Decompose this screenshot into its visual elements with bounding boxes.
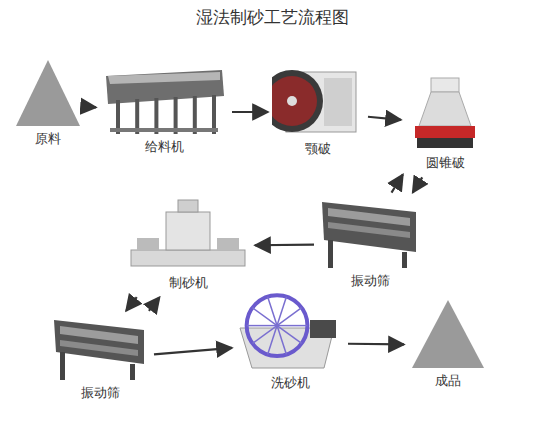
machine-illustration [12,58,84,128]
flow-arrow [126,297,137,311]
node-label: 原料 [35,130,61,148]
machine-node: 洗砂机 [236,292,344,394]
vibrating-screen-drawing [54,320,144,380]
vibrating-screen-drawing [322,202,416,268]
machine-node: 振动筛 [318,196,422,292]
sand-washer-drawing [240,295,336,368]
flow-arrow [368,117,401,120]
machine-node: 颚破 [272,64,364,160]
node-label: 颚破 [305,140,331,158]
sand-maker-drawing [131,200,245,266]
material-pile: 原料 [12,58,84,150]
diagram-title: 湿法制砂工艺流程图 [0,6,544,29]
flow-arrow [413,177,423,192]
pile-triangle [412,300,484,368]
machine-node: 圆锥破 [405,74,485,174]
flow-arrow [392,174,403,192]
pile-triangle [16,60,80,126]
flow-arrow [88,106,96,109]
machine-illustration [318,196,422,270]
material-pile: 成品 [408,298,488,392]
cone-crusher-drawing [415,78,475,148]
machine-node: 制砂机 [125,198,251,294]
flow-arrow [348,343,404,346]
flow-arrow [255,244,314,247]
machine-illustration [272,64,364,138]
node-label: 制砂机 [169,274,208,292]
machine-node: 给料机 [100,66,228,158]
flow-arrow [154,348,232,355]
flow-arrow [149,297,160,311]
node-label: 圆锥破 [426,154,465,172]
node-label: 振动筛 [351,272,390,290]
machine-illustration [408,298,488,370]
machine-illustration [100,66,228,136]
feeder-drawing [106,70,224,134]
node-label: 给料机 [145,138,184,156]
machine-node: 振动筛 [50,314,150,404]
machine-illustration [236,292,344,372]
node-label: 成品 [435,372,461,390]
machine-illustration [125,198,251,272]
machine-illustration [50,314,150,382]
node-label: 洗砂机 [271,374,310,392]
jaw-crusher-drawing [272,70,356,132]
machine-illustration [405,74,485,152]
flow-arrow [232,111,268,113]
node-label: 振动筛 [81,384,120,402]
